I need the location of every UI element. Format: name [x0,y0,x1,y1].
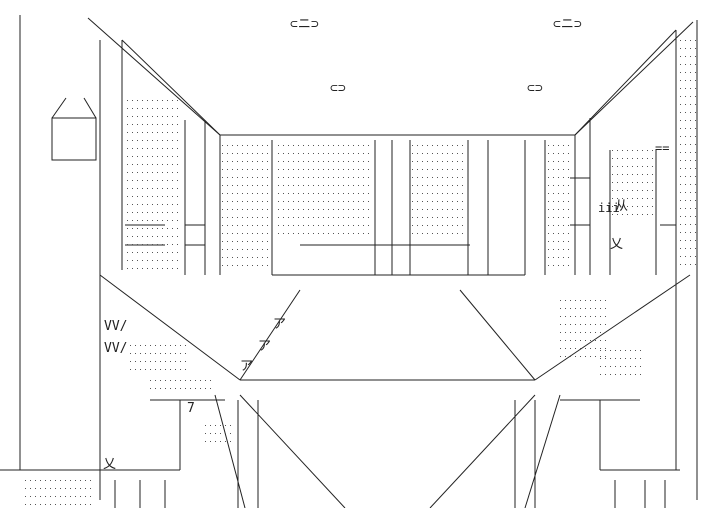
dot-texture [25,40,696,505]
iii-glyph: iii [598,201,620,215]
line-art [0,15,698,508]
vv-glyph-1: VV/ [104,319,128,334]
ceiling-light-2: ⊂ニ⊃ [553,17,582,32]
kanji-bun: 乂 [610,237,624,252]
katakana-a-2: ア [258,339,272,354]
vv-glyph-2: VV/ [104,341,128,356]
kanji-bun-2: 乂 [103,457,117,472]
katakana-a-1: ア [273,317,287,332]
kanji-ju: 从 [615,199,629,214]
ceiling-light-4: ⊂⊃ [527,81,543,96]
katakana-seven: 7 [187,401,195,416]
ceiling-light-3: ⊂⊃ [330,81,346,96]
katakana-a-3: ア [240,359,254,374]
ceiling-light-1: ⊂ニ⊃ [290,17,319,32]
equals-glyph: == [655,141,670,155]
